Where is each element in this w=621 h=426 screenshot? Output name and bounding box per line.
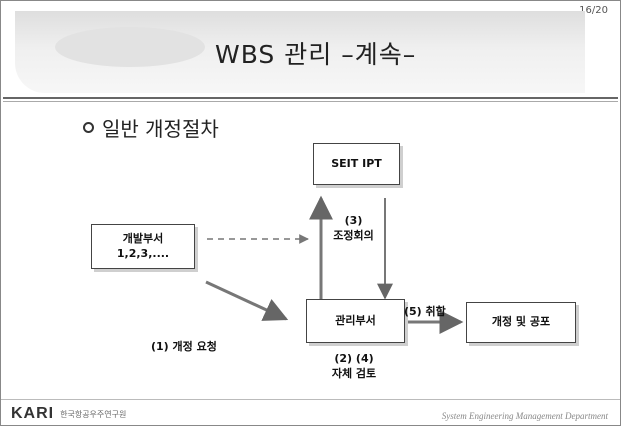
title-banner <box>15 11 585 93</box>
banner-swoosh <box>55 27 205 67</box>
title-divider-thin <box>3 101 618 102</box>
node-mgmt-department: 관리부서 <box>306 299 405 343</box>
label-step24: (2) (4) 자체 검토 <box>319 351 389 382</box>
node-revision-label: 개정 및 공포 <box>491 315 551 329</box>
node-mgmt-label: 관리부서 <box>335 313 376 327</box>
node-seit-ipt: SEIT IPT <box>313 143 400 185</box>
label-step24-text: 자체 검토 <box>331 367 377 381</box>
slide-title: WBS 관리 –계속– <box>215 40 417 69</box>
label-step5: (5) 취합 <box>404 305 446 318</box>
label-step24-num: (2) (4) <box>334 352 374 365</box>
node-revision-publish: 개정 및 공포 <box>466 302 576 343</box>
node-dev-department: 개발부서 1,2,3,.... <box>91 224 195 269</box>
node-dev-line1: 개발부서 <box>122 231 164 245</box>
node-dev-line2: 1,2,3,.... <box>116 246 170 260</box>
bullet-circle-icon <box>83 122 94 133</box>
title-divider <box>3 97 618 99</box>
bullet-text: 일반 개정절차 <box>102 117 219 141</box>
bullet-item: 일반 개정절차 <box>83 113 219 142</box>
footer-department: System Engineering Management Department <box>441 411 608 421</box>
label-step3-text: 조정회의 <box>333 229 374 243</box>
label-step3-num: (3) <box>344 214 363 227</box>
node-dev-department-label: 개발부서 1,2,3,.... <box>117 232 169 262</box>
kari-org-name: 한국항공우주연구원 <box>60 410 127 419</box>
footer-divider <box>1 399 620 400</box>
node-seit-ipt-label: SEIT IPT <box>331 156 382 170</box>
kari-logo: KARI 한국항공우주연구원 <box>11 405 126 423</box>
label-step1: (1) 개정 요청 <box>151 340 217 353</box>
arrow-dev-to-mgmt <box>205 280 289 321</box>
label-step3: (3) 조정회의 <box>326 213 381 244</box>
page-number: 16/20 <box>579 5 608 16</box>
kari-logo-mark: KARI <box>11 405 55 422</box>
